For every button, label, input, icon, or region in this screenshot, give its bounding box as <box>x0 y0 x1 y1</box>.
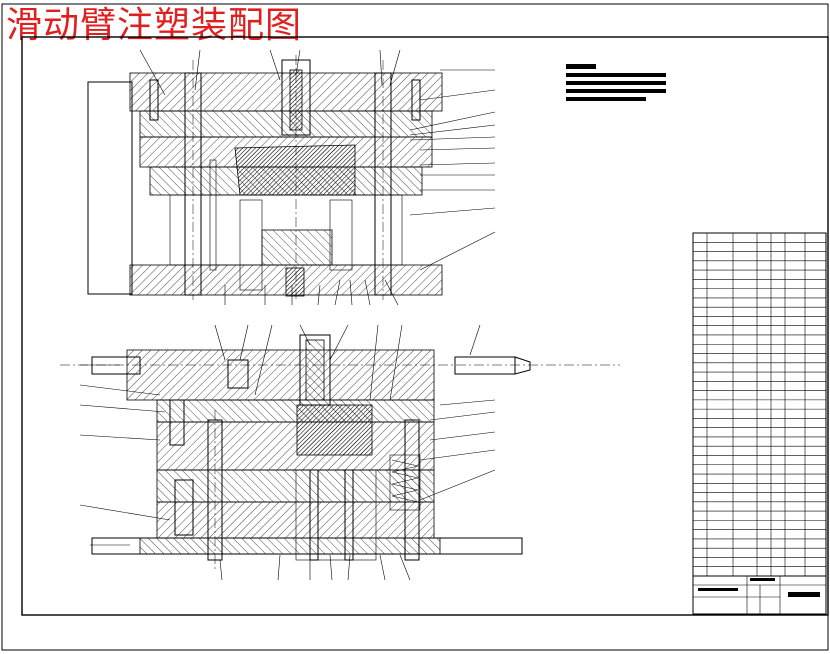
bottom-view-callouts <box>79 324 496 581</box>
bottom-section-view <box>60 334 620 570</box>
parts-list-table <box>692 232 827 577</box>
title-block <box>692 575 827 615</box>
top-view-callouts <box>139 49 496 306</box>
drawing-title: 滑动臂注塑装配图 <box>6 5 303 46</box>
drawing-frame <box>21 36 829 616</box>
top-section-view <box>87 55 443 300</box>
technical-notes-block <box>566 64 666 101</box>
